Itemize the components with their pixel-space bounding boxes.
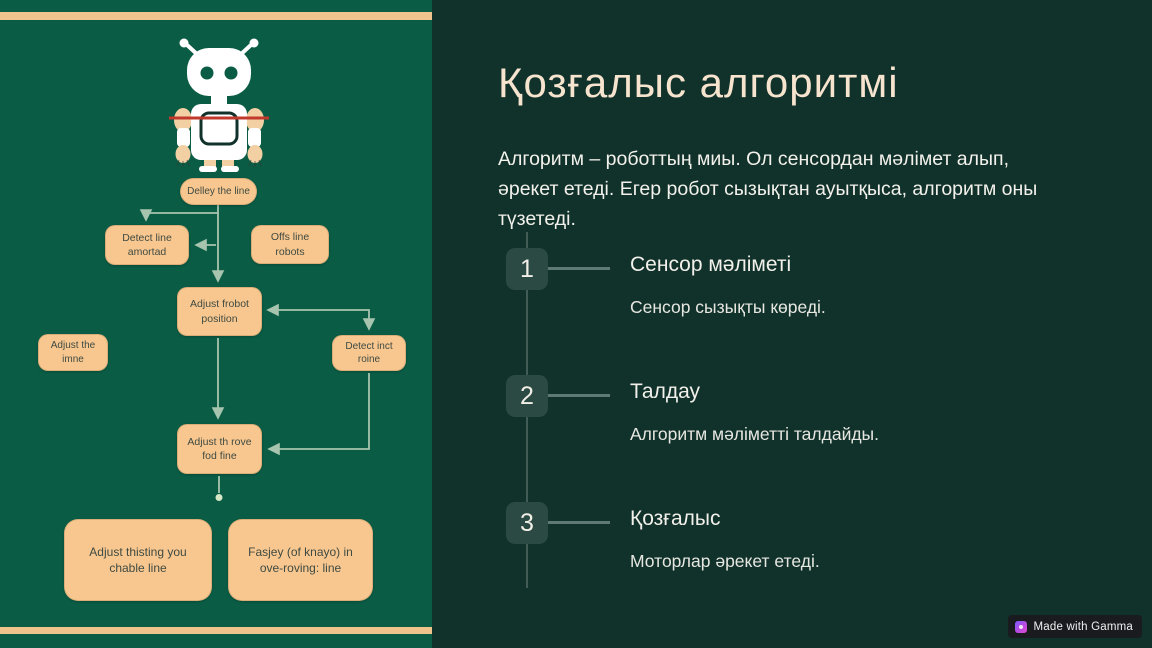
step-number-badge: 1	[506, 248, 548, 290]
slide-content-panel: Қозғалыс алгоритмі Алгоритм – роботтың м…	[432, 0, 1152, 648]
step-title: Сенсор мәліметі	[630, 253, 792, 276]
robot-icon	[169, 38, 269, 172]
flowchart-node-detect-line: Detect line amortad	[105, 225, 189, 265]
steps-list: 1 Сенсор мәліметі Сенсор сызықты көреді.…	[432, 0, 1152, 648]
flowchart-node-detect-inct: Detect inct roine	[332, 335, 406, 371]
step-description: Моторлар әрекет етеді.	[630, 551, 820, 571]
step-description: Сенсор сызықты көреді.	[630, 297, 826, 317]
bottom-accent-bar	[0, 627, 432, 634]
flowchart-node-fasjey: Fasjey (of knayo) in ove-roving: line	[228, 519, 373, 601]
step-connector	[548, 394, 610, 397]
top-accent-bar	[0, 12, 432, 20]
flowchart-node-offs-line-robots: Offs line robots	[251, 225, 329, 264]
step-connector	[548, 521, 610, 524]
flowchart-node-adjust-robot-position: Adjust frobot position	[177, 287, 262, 336]
page-title: Қозғалыс алгоритмі	[498, 59, 899, 106]
badge-label: Made with Gamma	[1033, 620, 1133, 633]
step-item-2: 2 Талдау Алгоритм мәліметті талдайды.	[432, 375, 1152, 485]
step-connector	[548, 267, 610, 270]
made-with-gamma-badge[interactable]: Made with Gamma	[1008, 615, 1142, 638]
gamma-logo-icon	[1015, 620, 1028, 633]
step-title: Талдау	[630, 380, 701, 403]
flowchart-illustration-panel: Delley the line Detect line amortad Offs…	[0, 0, 432, 648]
slide-description: Алгоритм – роботтың миы. Ол сенсордан мә…	[498, 148, 1038, 230]
flowchart-node-adjust-rove: Adjust th rove fod fine	[177, 424, 262, 474]
step-description: Алгоритм мәліметті талдайды.	[630, 424, 879, 444]
flowchart-node-adjust-thisting: Adjust thisting you chable line	[64, 519, 212, 601]
step-item-1: 1 Сенсор мәліметі Сенсор сызықты көреді.	[432, 248, 1152, 358]
step-title: Қозғалыс	[630, 507, 721, 530]
step-number-badge: 2	[506, 375, 548, 417]
step-item-3: 3 Қозғалыс Моторлар әрекет етеді.	[432, 502, 1152, 612]
flowchart-node-delley-the-line: Delley the line	[180, 178, 257, 205]
flowchart-node-adjust-the-line: Adjust the imne	[38, 334, 108, 371]
step-number-badge: 3	[506, 502, 548, 544]
